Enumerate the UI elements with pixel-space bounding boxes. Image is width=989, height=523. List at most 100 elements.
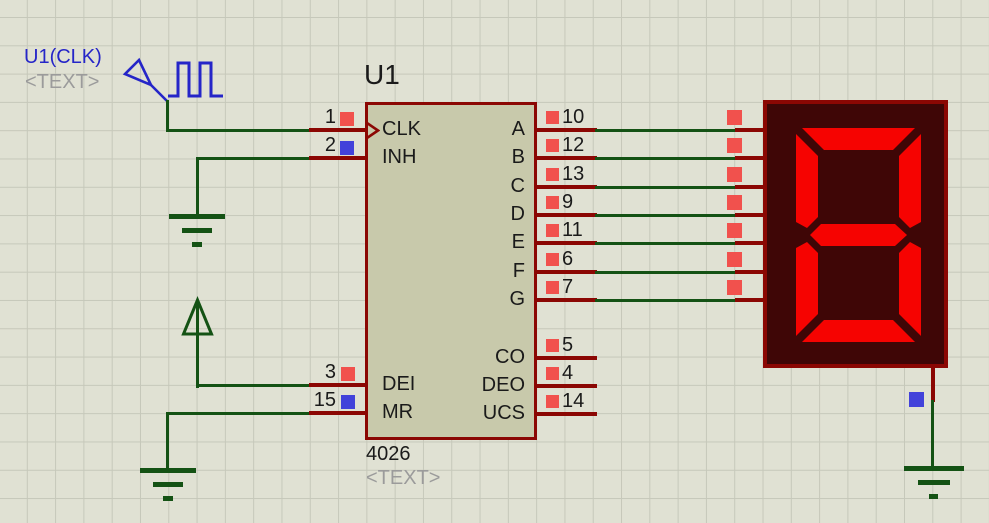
display-stub-d[interactable] (735, 213, 763, 217)
pin-indicator-2 (340, 141, 354, 155)
pin-name-c: C (510, 175, 525, 197)
display-common-indicator (909, 392, 924, 407)
segment-d (802, 320, 915, 342)
pin-stub-b[interactable] (537, 156, 597, 160)
pin-name-clk: CLK (382, 118, 421, 140)
display-stub-e[interactable] (735, 241, 763, 245)
display-indicator-f (727, 252, 742, 267)
pin-number-2: 2 (324, 134, 336, 156)
pin-name-co: CO (495, 346, 525, 368)
display-indicator-g (727, 280, 742, 295)
pin-number-7: 7 (562, 276, 574, 298)
display-indicator-e (727, 223, 742, 238)
wire-c[interactable] (595, 186, 736, 189)
pin-name-deo: DEO (481, 374, 525, 396)
wire-a[interactable] (595, 129, 736, 132)
segment-a (802, 128, 915, 150)
pin-indicator-12 (546, 139, 559, 152)
display-stub-f[interactable] (735, 270, 763, 274)
pin-number-5: 5 (562, 334, 574, 356)
pin-number-9: 9 (562, 191, 574, 213)
wire-d[interactable] (595, 214, 736, 217)
pin-name-b: B (511, 146, 525, 168)
pin-name-mr: MR (382, 401, 414, 423)
pin-stub-inh[interactable] (309, 156, 365, 160)
display-stub-b[interactable] (735, 156, 763, 160)
wire-clk-horizontal[interactable] (166, 129, 311, 132)
wire-dei-horizontal[interactable] (196, 384, 312, 387)
wire-clk-vertical[interactable] (166, 100, 169, 132)
pin-number-12: 12 (562, 134, 585, 156)
segment-c (899, 242, 921, 336)
wire-inh-vertical[interactable] (196, 157, 199, 215)
pin-stub-dei[interactable] (309, 383, 365, 387)
wire-g[interactable] (595, 299, 736, 302)
pin-number-4: 4 (562, 362, 574, 384)
segment-g (810, 224, 907, 246)
pin-number-11: 11 (562, 219, 583, 241)
clock-source-placeholder: <TEXT> (25, 71, 100, 93)
display-common-stub[interactable] (931, 366, 935, 402)
pin-number-14: 14 (562, 390, 585, 412)
pin-stub-ucs[interactable] (537, 412, 597, 416)
pin-stub-mr[interactable] (309, 411, 365, 415)
wire-mr-horizontal[interactable] (166, 412, 312, 415)
display-indicator-a (727, 110, 742, 125)
pin-number-1: 1 (324, 106, 336, 128)
pin-number-13: 13 (562, 163, 585, 185)
display-stub-c[interactable] (735, 185, 763, 189)
clock-generator-icon[interactable] (118, 52, 230, 106)
pin-stub-c[interactable] (537, 185, 597, 189)
pin-name-ucs: UCS (482, 402, 525, 424)
clock-input-icon (366, 122, 380, 139)
pin-stub-co[interactable] (537, 356, 597, 360)
pin-stub-deo[interactable] (537, 384, 597, 388)
pin-name-a: A (511, 118, 525, 140)
power-terminal-icon[interactable] (180, 294, 216, 390)
pin-stub-f[interactable] (537, 270, 597, 274)
pin-stub-e[interactable] (537, 241, 597, 245)
wire-f[interactable] (595, 271, 736, 274)
pin-number-15: 15 (313, 389, 336, 411)
ic-part-number: 4026 (366, 443, 411, 465)
pin-indicator-7 (546, 281, 559, 294)
pin-indicator-4 (546, 367, 559, 380)
pin-indicator-3 (341, 367, 355, 381)
segment-b (899, 134, 921, 228)
seven-segment-digit (796, 128, 921, 342)
display-indicator-d (727, 195, 742, 210)
pin-stub-a[interactable] (537, 128, 597, 132)
pin-name-inh: INH (382, 146, 417, 168)
pin-number-6: 6 (562, 248, 574, 270)
wire-inh-horizontal[interactable] (196, 157, 312, 160)
pin-name-e: E (511, 231, 525, 253)
pin-stub-d[interactable] (537, 213, 597, 217)
pin-stub-g[interactable] (537, 298, 597, 302)
pin-indicator-5 (546, 339, 559, 352)
clock-source-label: U1(CLK) (24, 46, 102, 68)
ic-body-4026[interactable] (365, 102, 537, 440)
pin-indicator-13 (546, 168, 559, 181)
pin-indicator-6 (546, 253, 559, 266)
pin-name-f: F (512, 260, 525, 282)
pin-indicator-14 (546, 395, 559, 408)
pin-indicator-9 (546, 196, 559, 209)
pin-number-3: 3 (324, 361, 336, 383)
wire-display-ground[interactable] (931, 400, 934, 468)
square-wave-icon (168, 61, 223, 98)
wire-mr-vertical[interactable] (166, 412, 169, 470)
segment-e (796, 242, 818, 336)
pin-name-d: D (510, 203, 525, 225)
ic-placeholder: <TEXT> (366, 467, 441, 489)
pin-stub-clk[interactable] (309, 128, 365, 132)
display-indicator-c (727, 167, 742, 182)
pin-indicator-15 (341, 395, 355, 409)
display-stub-a[interactable] (735, 128, 763, 132)
wire-e[interactable] (595, 242, 736, 245)
pin-indicator-1 (340, 112, 354, 126)
display-stub-g[interactable] (735, 298, 763, 302)
wire-b[interactable] (595, 157, 736, 160)
segment-f (796, 134, 818, 228)
pin-indicator-11 (546, 224, 559, 237)
